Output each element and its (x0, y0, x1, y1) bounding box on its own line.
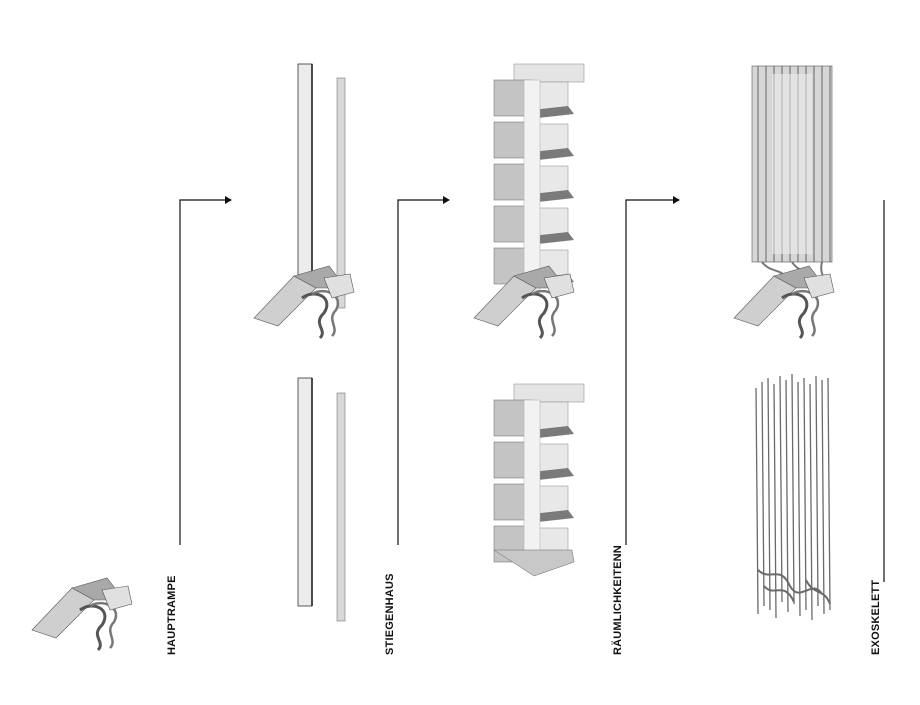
connector-arrow-2 (397, 196, 450, 545)
raeumlichkeiten-models (732, 65, 836, 340)
connector-arrow-3 (625, 196, 680, 545)
stage-label-stiegenhaus: STIEGENHAUS (384, 573, 396, 655)
exoskelett-models (755, 373, 831, 621)
stage-label-raeumlichkeiten: RÄUMLICHKEITENN (612, 545, 624, 655)
stiegenhaus-models (472, 63, 585, 577)
connector-arrow-1 (179, 196, 232, 545)
stage-connectors (179, 196, 885, 582)
stage-label-exoskelett: EXOSKELETT (870, 579, 882, 655)
ramp-model (30, 576, 134, 652)
hauptrampe-models (252, 63, 356, 622)
stage-label-hauptrampe: HAUPTRAMPE (166, 575, 178, 655)
